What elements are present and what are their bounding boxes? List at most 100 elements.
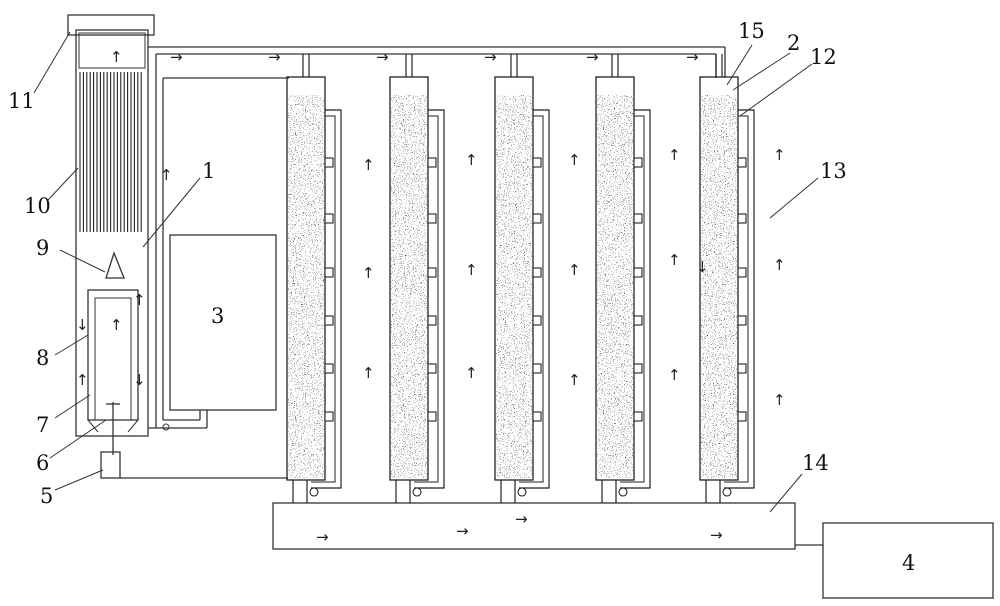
flow-arrow-icon: ↑ bbox=[568, 261, 581, 279]
top-header-pipe bbox=[120, 46, 726, 479]
flow-arrow-icon: → bbox=[268, 48, 281, 66]
label-11: 11 bbox=[8, 89, 35, 113]
flow-arrow-icon: ↓ bbox=[133, 371, 146, 389]
flow-arrow-icon: → bbox=[484, 48, 497, 66]
flow-arrow-icon: ↑ bbox=[362, 364, 375, 382]
side-port bbox=[633, 157, 643, 168]
packing-bed bbox=[288, 95, 324, 478]
flow-arrow-icon: ↑ bbox=[465, 364, 478, 382]
adsorption-columns bbox=[286, 54, 755, 503]
reactor-body bbox=[75, 29, 149, 437]
flow-arrow-icon: → bbox=[515, 510, 528, 528]
flow-arrow-icon: ↑ bbox=[362, 156, 375, 174]
column-shell bbox=[389, 76, 429, 481]
label-13: 13 bbox=[820, 159, 847, 183]
flow-arrow-icon: ↑ bbox=[668, 366, 681, 384]
side-port bbox=[324, 267, 334, 278]
flow-arrow-icon: ↑ bbox=[568, 371, 581, 389]
label-15: 15 bbox=[738, 19, 765, 43]
flow-arrow-icon: ↑ bbox=[76, 371, 89, 389]
side-port bbox=[737, 315, 747, 326]
valve-icon bbox=[412, 487, 422, 497]
bottom-manifold bbox=[272, 502, 796, 550]
side-port bbox=[737, 411, 747, 422]
side-port bbox=[427, 157, 437, 168]
side-port bbox=[324, 363, 334, 374]
flow-arrow-icon: ↑ bbox=[668, 146, 681, 164]
packing-bed bbox=[701, 95, 737, 478]
side-port bbox=[427, 267, 437, 278]
side-port bbox=[737, 363, 747, 374]
flow-arrows: ↑↑↑↓↑↑↓→→→→→→↑↑↑↑↑↑↑↑↑↑↑↑↓↑↑↑→→→→ bbox=[76, 48, 786, 546]
column-shell bbox=[494, 76, 534, 481]
packing-bed bbox=[496, 95, 532, 478]
side-port bbox=[324, 411, 334, 422]
side-port bbox=[737, 157, 747, 168]
flow-arrow-icon: ↓ bbox=[696, 258, 709, 276]
baffle-left bbox=[87, 419, 99, 433]
flow-arrow-icon: ↑ bbox=[160, 166, 173, 184]
tank-3 bbox=[169, 234, 277, 411]
baffle-right bbox=[127, 419, 139, 433]
side-port bbox=[633, 411, 643, 422]
label-9: 9 bbox=[36, 236, 49, 260]
side-port bbox=[633, 363, 643, 374]
flow-arrow-icon: → bbox=[586, 48, 599, 66]
label-10: 10 bbox=[24, 194, 51, 218]
flow-arrow-icon: → bbox=[170, 48, 183, 66]
side-port bbox=[427, 213, 437, 224]
side-port bbox=[532, 213, 542, 224]
flow-arrow-icon: ↑ bbox=[465, 151, 478, 169]
side-port bbox=[532, 267, 542, 278]
flow-arrow-icon: ↑ bbox=[668, 251, 681, 269]
side-port bbox=[633, 213, 643, 224]
side-port bbox=[427, 411, 437, 422]
side-port bbox=[427, 315, 437, 326]
flow-arrow-icon: → bbox=[376, 48, 389, 66]
label-4: 4 bbox=[902, 551, 915, 575]
burner-unit bbox=[100, 451, 121, 479]
tank-4 bbox=[822, 522, 994, 599]
column-5 bbox=[699, 54, 755, 503]
label-7: 7 bbox=[36, 413, 49, 437]
column-3 bbox=[494, 54, 550, 503]
part-labels: 11 10 1 9 8 7 6 5 3 4 15 2 12 13 14 bbox=[8, 19, 915, 575]
reactor bbox=[67, 14, 155, 479]
flow-arrow-icon: ↑ bbox=[362, 264, 375, 282]
valve-icon bbox=[722, 487, 732, 497]
column-shell bbox=[595, 76, 635, 481]
side-port bbox=[737, 267, 747, 278]
flow-arrow-icon: → bbox=[686, 48, 699, 66]
label-3: 3 bbox=[211, 304, 224, 328]
column-shell bbox=[699, 76, 739, 481]
column-1 bbox=[286, 54, 342, 503]
reactor-cap bbox=[67, 14, 155, 36]
side-port bbox=[633, 267, 643, 278]
column-shell bbox=[286, 76, 326, 481]
packing-bed bbox=[597, 95, 633, 478]
side-port bbox=[737, 213, 747, 224]
side-port bbox=[532, 315, 542, 326]
label-5: 5 bbox=[40, 484, 53, 508]
flow-arrow-icon: ↑ bbox=[568, 151, 581, 169]
column-4 bbox=[595, 54, 651, 503]
side-port bbox=[324, 213, 334, 224]
label-14: 14 bbox=[802, 451, 829, 475]
flow-arrow-icon: ↑ bbox=[773, 256, 786, 274]
flow-arrow-icon: ↑ bbox=[133, 291, 146, 309]
label-2: 2 bbox=[787, 31, 800, 55]
flow-arrow-icon: ↑ bbox=[110, 48, 123, 66]
side-port bbox=[532, 157, 542, 168]
side-port bbox=[324, 315, 334, 326]
side-port bbox=[532, 411, 542, 422]
side-port bbox=[633, 315, 643, 326]
label-8: 8 bbox=[36, 346, 49, 370]
label-6: 6 bbox=[36, 451, 49, 475]
side-port bbox=[324, 157, 334, 168]
valve-icon bbox=[517, 487, 527, 497]
flow-arrow-icon: → bbox=[710, 526, 723, 544]
flow-arrow-icon: ↑ bbox=[110, 316, 123, 334]
side-port bbox=[532, 363, 542, 374]
